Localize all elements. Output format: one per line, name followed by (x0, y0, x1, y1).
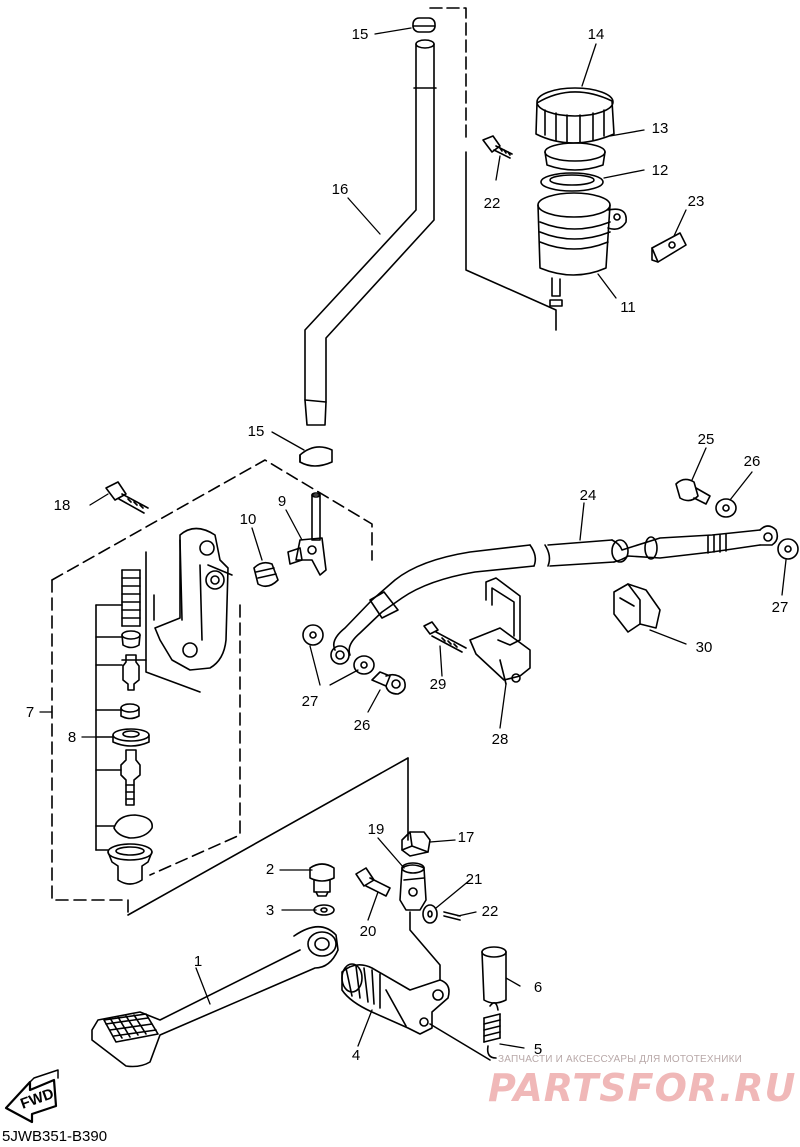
callout-7: 7 (26, 704, 34, 721)
callout-20: 20 (360, 923, 377, 940)
washer-27-top (715, 498, 737, 518)
callout-26-upper: 25 (698, 431, 715, 448)
callout-11: 11 (620, 299, 636, 316)
washer-27-mid (353, 655, 375, 675)
bolt-29 (423, 621, 467, 653)
brake-hose-25 (330, 525, 779, 665)
reservoir-body-11 (537, 192, 627, 307)
watermark-logo: PARTSFOR.RU (488, 1066, 797, 1110)
reservoir-cap-14 (535, 87, 615, 144)
callout-16: 16 (332, 181, 349, 198)
spring-5 (483, 1002, 501, 1059)
callout-26-lower: 26 (354, 717, 371, 734)
watermark-tagline: ЗАПЧАСТИ И АКСЕССУАРЫ ДЛЯ МОТОТЕХНИКИ (498, 1054, 743, 1065)
callout-6: 6 (534, 979, 542, 996)
boot-cup (107, 843, 153, 885)
fwd-arrow (4, 1069, 59, 1124)
callout-14: 14 (588, 26, 605, 43)
callout-labels: 15 14 13 12 22 23 11 16 15 18 9 10 7 8 2… (26, 26, 789, 1064)
seal-cup (121, 630, 141, 649)
spring-stack (121, 569, 141, 627)
callout-27-top: 26 (744, 453, 761, 470)
pivot-shaft-4 (341, 963, 450, 1035)
callout-23: 22 (484, 195, 501, 212)
diagram-code: 5JWB351-B390 (2, 1128, 108, 1145)
washer-3 (313, 904, 335, 916)
callout-17: 17 (458, 829, 475, 846)
callout-27-left: 27 (302, 693, 319, 710)
part-7-8-bracket (95, 551, 201, 851)
washer-21 (422, 904, 438, 924)
callout-27-right: 27 (772, 599, 789, 616)
callout-15-top: 15 (352, 26, 369, 43)
callout-13: 13 (652, 120, 669, 137)
nut-17 (401, 831, 431, 857)
callout-15-lower: 15 (248, 423, 265, 440)
brake-pedal-1 (91, 925, 339, 1068)
spring-link-lines (429, 1023, 491, 1061)
union-bolt-26-lower (371, 671, 406, 695)
callout-19: 18 (54, 497, 71, 514)
callout-28: 28 (492, 731, 509, 748)
leader-lines (39, 27, 787, 1049)
clip-15-top (412, 17, 436, 33)
callout-9: 9 (278, 493, 286, 510)
pushrod-9 (287, 492, 327, 576)
master-cylinder-body (154, 527, 233, 671)
piston-small (122, 654, 140, 691)
callout-25: 24 (580, 487, 597, 504)
ring-12 (540, 172, 604, 192)
master-cylinder-dash-outline (51, 459, 373, 919)
callout-21: 21 (466, 871, 483, 888)
clamp-30 (613, 583, 661, 633)
callout-12: 12 (652, 162, 669, 179)
clevis-18 (399, 862, 427, 911)
callout-3: 3 (266, 902, 274, 919)
callout-5: 5 (534, 1041, 542, 1058)
bolt-19 (105, 481, 149, 514)
callout-30: 30 (696, 639, 713, 656)
seal-small (120, 703, 140, 720)
callout-22: 22 (482, 903, 499, 920)
reservoir-dash-bracket (429, 7, 557, 331)
hose-16 (304, 39, 437, 426)
union-bolt-26-upper (675, 478, 711, 505)
callout-24: 23 (688, 193, 705, 210)
washer-27-right (777, 538, 799, 560)
sleeve-6 (481, 946, 507, 1004)
diaphragm-13 (544, 142, 606, 171)
callout-18: 19 (368, 821, 385, 838)
circlip (113, 814, 153, 839)
callout-4: 4 (352, 1047, 360, 1064)
clip-24 (651, 232, 687, 263)
boot-10 (253, 561, 279, 588)
bolt-23 (482, 135, 513, 159)
bracket-28 (469, 577, 531, 685)
callout-1: 1 (194, 953, 202, 970)
callout-2: 2 (266, 861, 274, 878)
cotter-pin-22 (443, 911, 461, 921)
rod-dash-lines (127, 757, 441, 981)
bolt-2 (309, 863, 335, 897)
callout-29: 29 (430, 676, 447, 693)
bolt-20 (355, 867, 391, 897)
callout-10: 10 (240, 511, 257, 528)
callout-8: 8 (68, 729, 76, 746)
piston-rod (120, 749, 141, 806)
washer-27-left (302, 624, 324, 646)
washer-8 (112, 728, 150, 747)
clip-15-lower (299, 446, 333, 467)
